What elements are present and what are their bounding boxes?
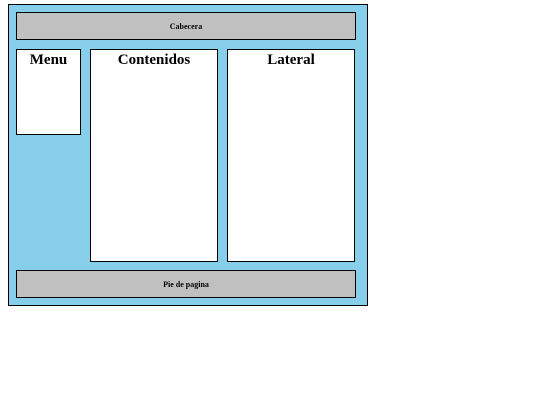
content-title: Contenidos	[117, 52, 191, 68]
header-bar: Cabecera	[16, 12, 356, 40]
footer-title: Pie de pagina	[163, 279, 209, 289]
menu-panel: Menu	[16, 49, 81, 135]
content-panel: Contenidos	[90, 49, 218, 262]
header-title: Cabecera	[169, 21, 203, 31]
menu-title: Menu	[29, 52, 68, 68]
lateral-title: Lateral	[267, 52, 315, 68]
footer-bar: Pie de pagina	[16, 270, 356, 298]
lateral-panel: Lateral	[227, 49, 355, 262]
layout-frame: Cabecera Menu Contenidos Lateral Pie de …	[8, 4, 368, 306]
